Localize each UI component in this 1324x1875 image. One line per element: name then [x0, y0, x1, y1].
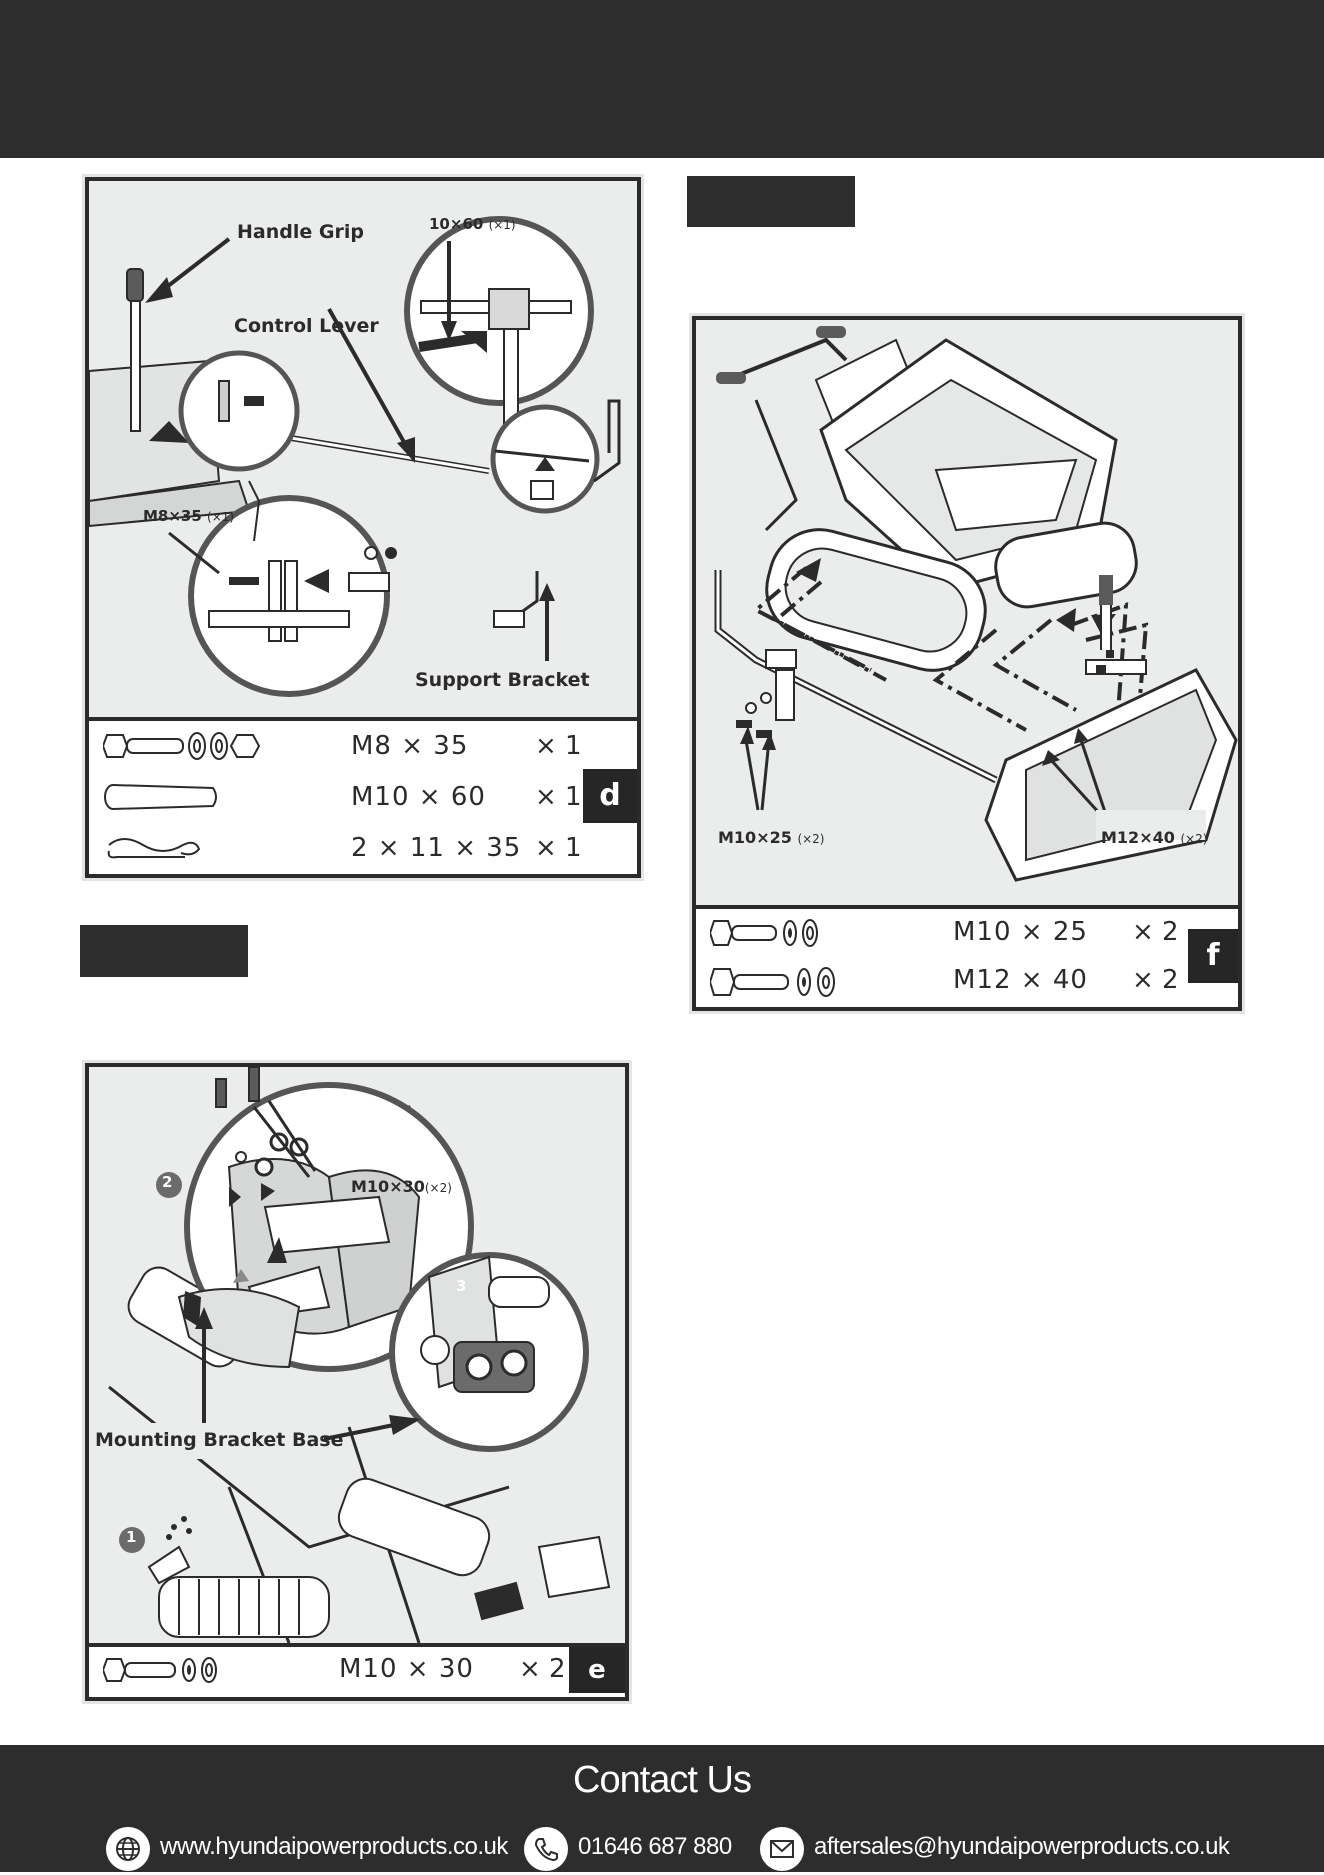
parts-row: M10 × 60 × 1 [89, 772, 637, 822]
bolt-washer-icon [710, 919, 818, 947]
part-qty: × 1 [535, 782, 582, 812]
email-link[interactable]: aftersales@hyundaipowerproducts.co.uk [814, 1833, 1230, 1860]
parts-row: 2 × 11 × 35 × 1 [89, 823, 637, 873]
panel-d-handle-assembly: Handle Grip Control Lever 10×60 (×1) M8×… [85, 177, 641, 878]
website-link[interactable]: www.hyundaipowerproducts.co.uk [160, 1833, 508, 1860]
label-bolt-size: M8×35 (×1) [143, 507, 235, 525]
step-number-1: 1 [126, 1528, 137, 1546]
step-heading-bar [80, 925, 248, 977]
bolt-washer-icon [710, 967, 835, 997]
part-size: M10 × 25 [953, 917, 1088, 947]
phone-number[interactable]: 01646 687 880 [578, 1833, 732, 1860]
panel-e-mounting-bracket: M10×30(×2) Mounting Bracket Base 2 1 3 M… [85, 1063, 629, 1701]
part-size: M8 × 35 [351, 731, 469, 761]
label-control-lever: Control Lever [234, 315, 379, 337]
parts-list-f: M10 × 25 × 2 M12 × 40 × 2 f [696, 905, 1238, 1007]
step-heading-bar [687, 176, 855, 227]
parts-row: M10 × 25 × 2 [696, 909, 1238, 957]
label-support-bracket: Support Bracket [415, 669, 590, 691]
label-mounting-bracket-base: Mounting Bracket Base [95, 1429, 344, 1451]
mounting-bracket-illustration [89, 1067, 625, 1643]
bolt-washer-nut-icon [103, 732, 261, 760]
handle-assembly-illustration [89, 181, 637, 717]
panel-letter-e: e [569, 1647, 625, 1693]
contact-title: Contact Us [573, 1759, 752, 1801]
panel-f-blade-fitting: M10×25 (×2) M12×40 (×2) M10 × 25 × 2 [692, 316, 1242, 1011]
part-qty: × 1 [535, 731, 582, 761]
parts-list-d: M8 × 35 × 1 M10 × 60 × 1 2 × 11 × 35 × 1… [89, 717, 637, 874]
part-size: M10 × 30 [339, 1654, 474, 1684]
parts-row: M8 × 35 × 1 [89, 721, 637, 771]
parts-row: M10 × 30 × 2 [89, 1647, 625, 1693]
label-pin-size: 10×60 (×1) [429, 215, 516, 233]
part-size: 2 × 11 × 35 [351, 833, 522, 863]
part-size: M10 × 60 [351, 782, 486, 812]
step-number-2: 2 [162, 1173, 173, 1191]
label-right-bolt-size: M12×40 (×2) [1101, 828, 1208, 847]
part-qty: × 2 [1132, 965, 1179, 995]
label-bolt-size: M10×30(×2) [351, 1177, 452, 1196]
phone-icon [524, 1827, 568, 1871]
part-qty: × 2 [1132, 917, 1179, 947]
part-qty: × 2 [519, 1654, 566, 1684]
pin-icon [104, 784, 217, 810]
mail-icon [760, 1827, 804, 1871]
part-size: M12 × 40 [953, 965, 1088, 995]
bolt-washer-icon [103, 1657, 217, 1683]
panel-letter-d: d [583, 769, 637, 823]
page-header-bar [0, 0, 1324, 158]
step-number-3: 3 [456, 1277, 467, 1295]
blade-fitting-illustration [696, 320, 1238, 905]
globe-icon [106, 1827, 150, 1871]
parts-list-e: M10 × 30 × 2 e [89, 1643, 625, 1697]
part-qty: × 1 [535, 833, 582, 863]
contact-footer: Contact Us www.hyundaipowerproducts.co.u… [0, 1745, 1324, 1872]
parts-row: M12 × 40 × 2 [696, 957, 1238, 1005]
panel-letter-f: f [1188, 929, 1238, 983]
label-left-bolt-size: M10×25 (×2) [718, 828, 825, 847]
label-handle-grip: Handle Grip [237, 221, 364, 243]
r-clip-icon [107, 838, 201, 859]
